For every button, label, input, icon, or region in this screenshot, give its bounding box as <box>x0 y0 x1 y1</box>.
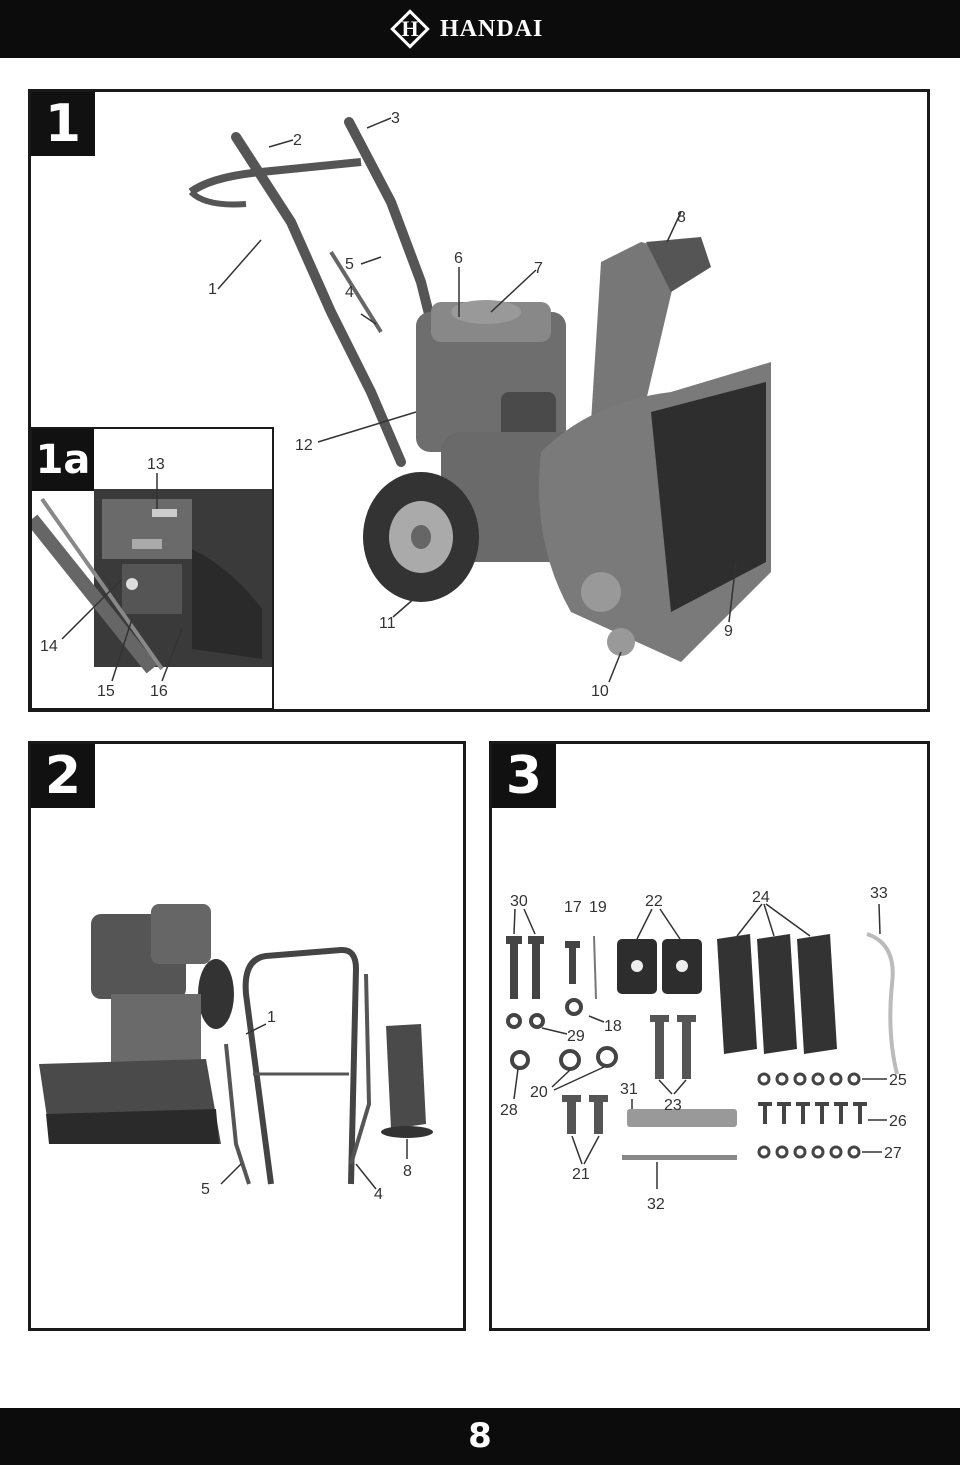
packaged-parts-illustration: 1 4 5 8 <box>39 904 433 1203</box>
callout-2: 2 <box>293 132 302 149</box>
callout-4: 4 <box>345 284 354 301</box>
callout-6: 6 <box>454 250 463 267</box>
callout-24: 24 <box>752 889 770 906</box>
callout-8: 8 <box>403 1163 412 1180</box>
callout-27: 27 <box>884 1145 902 1162</box>
callout-31: 31 <box>620 1081 638 1098</box>
callout-30: 30 <box>510 893 528 910</box>
header-bar <box>0 0 960 58</box>
callout-5: 5 <box>201 1181 210 1198</box>
callout-13: 13 <box>147 456 165 473</box>
footer-bar <box>0 1408 960 1465</box>
brand-name: HANDAI <box>440 15 544 42</box>
callout-1: 1 <box>267 1009 276 1026</box>
callout-9: 9 <box>724 623 733 640</box>
callout-14: 14 <box>40 638 58 655</box>
callout-33: 33 <box>870 885 888 902</box>
callout-11: 11 <box>379 615 396 632</box>
callout-1: 1 <box>208 281 217 298</box>
callout-26: 26 <box>889 1113 907 1130</box>
callout-4: 4 <box>374 1186 383 1203</box>
page-number: 8 <box>468 1416 492 1456</box>
callout-23: 23 <box>664 1097 682 1114</box>
figure-1a-inset: 1a 13 14 15 16 <box>30 427 274 710</box>
callout-15: 15 <box>97 683 115 700</box>
callout-32: 32 <box>647 1196 665 1213</box>
figure-3-panel: 3 <box>489 741 930 1331</box>
callout-3: 3 <box>391 110 400 127</box>
hardware-parts-illustration: 30 17 19 22 24 33 18 29 20 28 31 23 21 3… <box>500 885 907 1213</box>
figure-2-label: 2 <box>31 744 95 808</box>
callout-22: 22 <box>645 893 663 910</box>
callout-21: 21 <box>572 1166 590 1183</box>
diamond-logo-icon: H <box>390 9 430 49</box>
callout-20: 20 <box>530 1084 548 1101</box>
callout-10: 10 <box>591 683 609 700</box>
brand-logo: H HANDAI <box>390 5 543 53</box>
figure-1-label: 1 <box>31 92 95 156</box>
callout-12: 12 <box>295 437 313 454</box>
callout-29: 29 <box>567 1028 585 1045</box>
snowblower-assembled-illustration: 1 2 3 4 5 6 7 8 9 10 11 12 <box>188 110 771 700</box>
callout-8: 8 <box>677 209 686 226</box>
callout-17: 17 <box>564 899 582 916</box>
figure-1-panel: 1 <box>28 89 930 712</box>
callout-7: 7 <box>534 260 543 277</box>
figure-3-label: 3 <box>492 744 556 808</box>
callout-16: 16 <box>150 683 168 700</box>
callout-18: 18 <box>604 1018 622 1035</box>
figure-1a-label: 1a <box>32 429 94 491</box>
callout-28: 28 <box>500 1102 518 1119</box>
figure-2-panel: 2 1 4 5 8 <box>28 741 466 1331</box>
control-panel-closeup-illustration: 13 14 15 16 <box>32 456 272 700</box>
callout-5: 5 <box>345 256 354 273</box>
callout-19: 19 <box>589 899 607 916</box>
callout-25: 25 <box>889 1072 907 1089</box>
